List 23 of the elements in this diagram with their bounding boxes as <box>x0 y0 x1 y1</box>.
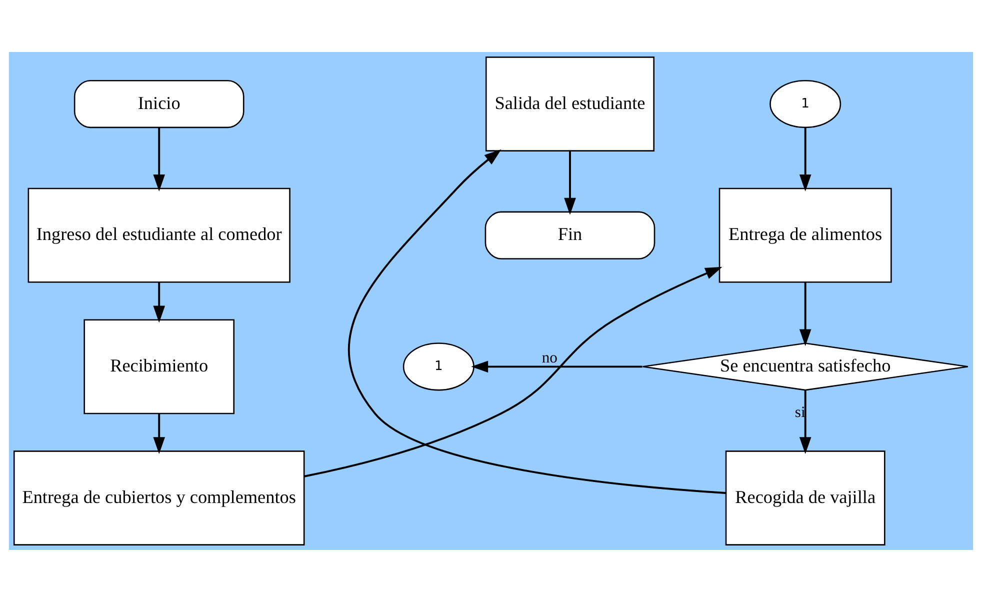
node-box: Inicio <box>74 80 244 128</box>
arrow <box>471 360 642 373</box>
edge-label: no <box>542 349 558 366</box>
arrow <box>304 266 722 478</box>
arrow <box>799 128 812 192</box>
arrow <box>153 414 166 454</box>
node-ellipse: 1 <box>770 80 842 128</box>
arrow <box>348 149 726 494</box>
edge-label: si <box>794 404 806 421</box>
node-box: Recibimiento <box>84 319 235 414</box>
arrow <box>153 282 166 323</box>
node-box: Salida del estudiante <box>485 56 654 152</box>
arrow <box>799 390 812 454</box>
arrow <box>564 151 576 215</box>
node-box: Ingreso del estudiante al comedor <box>28 188 290 283</box>
node-box: Entrega de alimentos <box>718 188 892 283</box>
arrow <box>153 128 166 192</box>
node-box: Fin <box>484 211 656 260</box>
node-ellipse: 1 <box>402 342 474 391</box>
arrow <box>799 282 812 346</box>
node-box: Entrega de cubiertos y complementos <box>13 450 305 546</box>
node-box: Recogida de vajilla <box>725 450 886 546</box>
node-diamond: Se encuentra satisfecho <box>642 342 969 391</box>
